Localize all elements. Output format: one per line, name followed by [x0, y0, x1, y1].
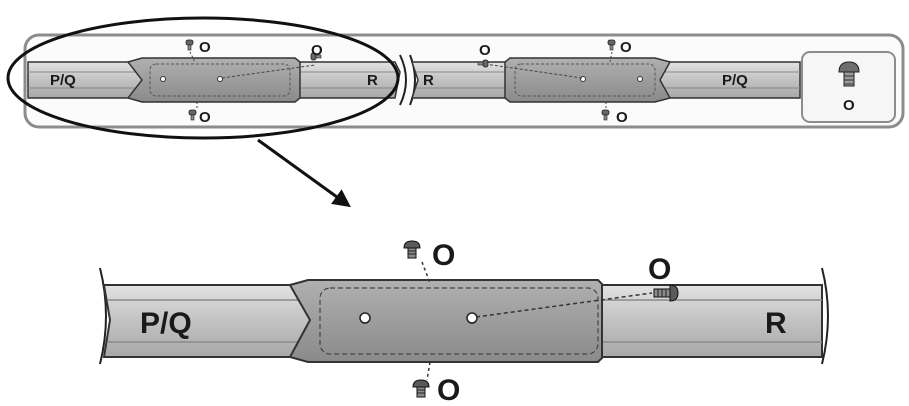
detail-view: P/Q R O O O: [99, 239, 829, 406]
screw-icon: [412, 379, 430, 398]
screw-icon: [607, 39, 616, 51]
screw-label: O: [479, 42, 491, 59]
detail-screw-side-label: O: [648, 253, 671, 286]
detail-screw-top-label: O: [432, 239, 455, 272]
screw-icon: [838, 61, 860, 87]
top-left-rail-label: P/Q: [50, 72, 76, 89]
top-left-connector: [126, 51, 316, 110]
legend-part-label: O: [843, 97, 855, 114]
top-middle-rail-label: R: [367, 72, 378, 89]
top-right-connector: [484, 51, 672, 110]
detail-left-rail-label: P/Q: [140, 307, 192, 340]
screw-hole: [466, 312, 478, 324]
screw-icon: [403, 240, 421, 259]
screw-label: O: [199, 109, 211, 126]
screw-hole: [359, 312, 371, 324]
detail-connector: [288, 261, 653, 381]
screw-icon: [310, 52, 322, 61]
top-right-rail-left-label: R: [423, 72, 434, 89]
zoom-callout-ellipse: [6, 16, 400, 140]
screw-icon: [477, 59, 489, 68]
screw-icon: [185, 39, 194, 51]
screw-label: O: [311, 42, 323, 59]
screw-label: O: [199, 39, 211, 56]
screw-icon: [188, 109, 197, 121]
screw-label: O: [616, 109, 628, 126]
zoom-arrow: [257, 138, 351, 208]
parts-legend: O: [801, 51, 896, 123]
screw-icon: [653, 284, 679, 302]
screw-label: O: [620, 39, 632, 56]
screw-icon: [601, 109, 610, 121]
top-strip: P/Q R R P/Q O O O O O O O: [23, 33, 905, 129]
detail-screw-bottom-label: O: [437, 374, 460, 406]
detail-right-rail-label: R: [765, 307, 787, 340]
top-right-rail-right-label: P/Q: [722, 72, 748, 89]
